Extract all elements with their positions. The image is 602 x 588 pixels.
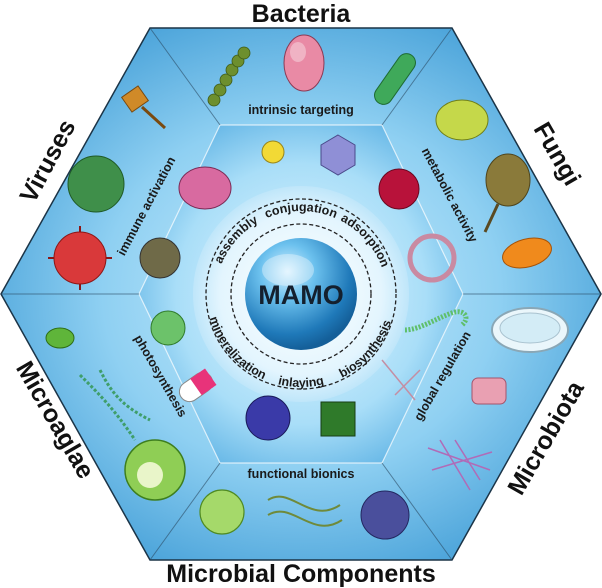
method-inlaying: inlaying [277, 373, 325, 390]
fungi-stalk [483, 203, 500, 233]
ring-vesicle-illustration [407, 233, 457, 283]
function-functional-bionics: functional bionics [248, 467, 355, 481]
algae-cell-core [137, 462, 163, 488]
gold-nanoparticle-illustration [261, 140, 285, 164]
method-conjugation: conjugation [262, 200, 339, 221]
spherical-virus-illustration [139, 237, 181, 279]
fibers-illustration [427, 439, 493, 491]
green-chain-illustration [404, 309, 469, 333]
dna-fibers-illustration [267, 495, 343, 527]
gut-illustration [471, 377, 507, 405]
green-cube-illustration [320, 401, 356, 437]
mamo-sphere [245, 238, 357, 350]
fungi-yeast-illustration [502, 237, 552, 269]
purple-cluster-illustration [245, 395, 291, 441]
filament-illustration [78, 369, 151, 441]
phage-illustration [120, 85, 167, 130]
green-particles-illustration [150, 310, 186, 346]
fungi-sporangium-illustration [485, 153, 531, 207]
sector-dividers [1, 27, 601, 561]
bacteria-rod-illustration [374, 53, 416, 105]
fiber-network-illustration [381, 359, 421, 401]
pill-illustration [178, 368, 217, 403]
function-intrinsic-targeting: intrinsic targeting [248, 103, 354, 117]
chlamydomonas-illustration [45, 327, 75, 349]
red-virus-illustration [53, 231, 107, 285]
category-bacteria: Bacteria [252, 0, 352, 28]
spiky-particle-illustration [360, 490, 410, 540]
fungi-spore-illustration [435, 99, 489, 141]
center-label: MAMO [258, 280, 343, 310]
methods-dashed-ring-outer [205, 198, 397, 390]
polyhedron-illustration [320, 134, 356, 176]
category-microbial-components: Microbial Components [166, 560, 435, 588]
pink-capsule-illustration [178, 166, 232, 210]
vesicle-illustration [199, 489, 245, 535]
green-virus-illustration [67, 155, 125, 213]
red-virus-spikes [48, 226, 112, 290]
red-sphere-illustration [378, 168, 420, 210]
sphere-highlight [262, 254, 314, 286]
petri-dish-inner [499, 312, 561, 344]
bacteria-coccus-illustration [283, 34, 325, 92]
methods-dashed-ring-inner [230, 223, 372, 365]
bacteria-coccus-shine [290, 42, 306, 62]
bacteria-chain-illustration [207, 46, 251, 107]
